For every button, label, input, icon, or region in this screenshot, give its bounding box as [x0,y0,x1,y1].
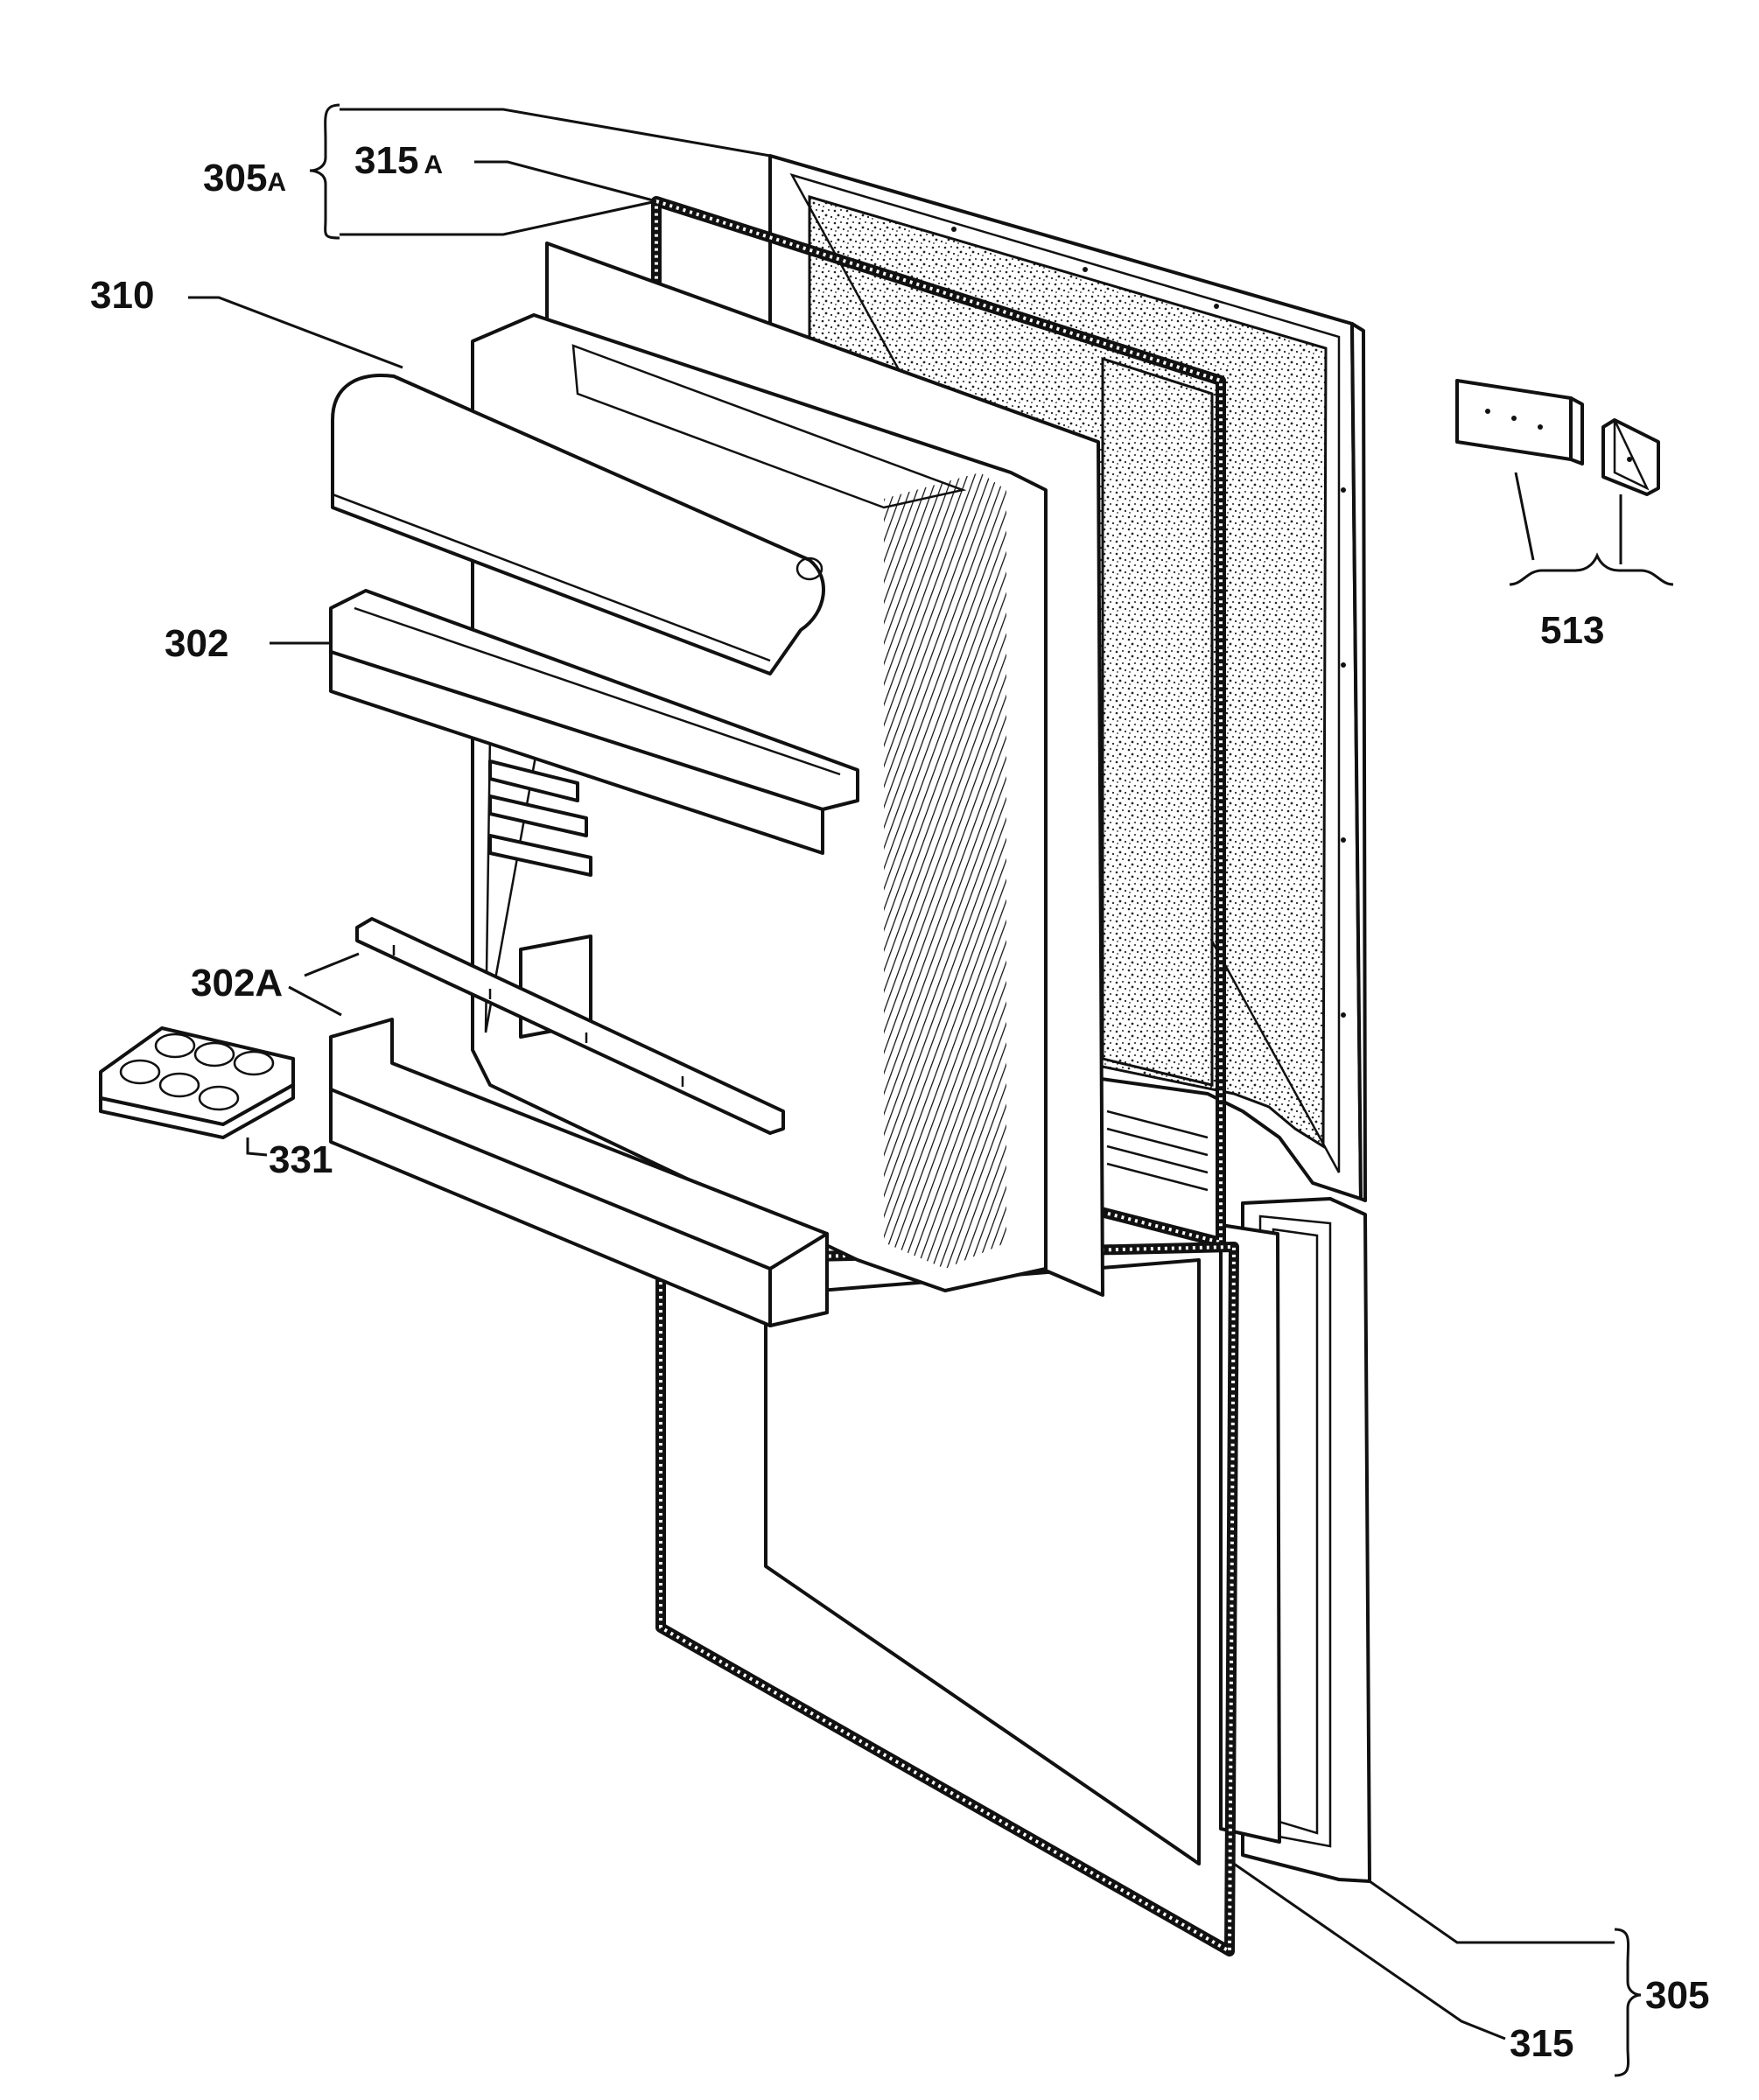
label-302a: 302A [191,962,283,1004]
dairy-compartment-cover [331,374,825,676]
door-screw-holes [951,227,1346,1018]
egg-tray [99,1026,295,1139]
leader-lines [188,103,1674,2077]
egg-cups [119,1032,275,1111]
label-315: 315 [1510,2022,1573,2065]
label-513: 513 [1540,609,1604,652]
hinge-plate [1455,379,1584,466]
label-302: 302 [165,622,228,665]
bottle-rail-bar [355,917,785,1135]
door-shelf-tray [329,589,859,855]
label-310: 310 [90,274,154,317]
bottle-shelf [329,1018,829,1327]
label-305a: 305A [203,157,286,200]
lower-door-gasket [655,1242,1239,1956]
liner-rails [488,760,592,1039]
hinge-kit [1455,379,1660,496]
label-305: 305 [1645,1974,1709,2017]
label-331: 331 [269,1138,333,1181]
hinge-bracket [1601,418,1660,496]
